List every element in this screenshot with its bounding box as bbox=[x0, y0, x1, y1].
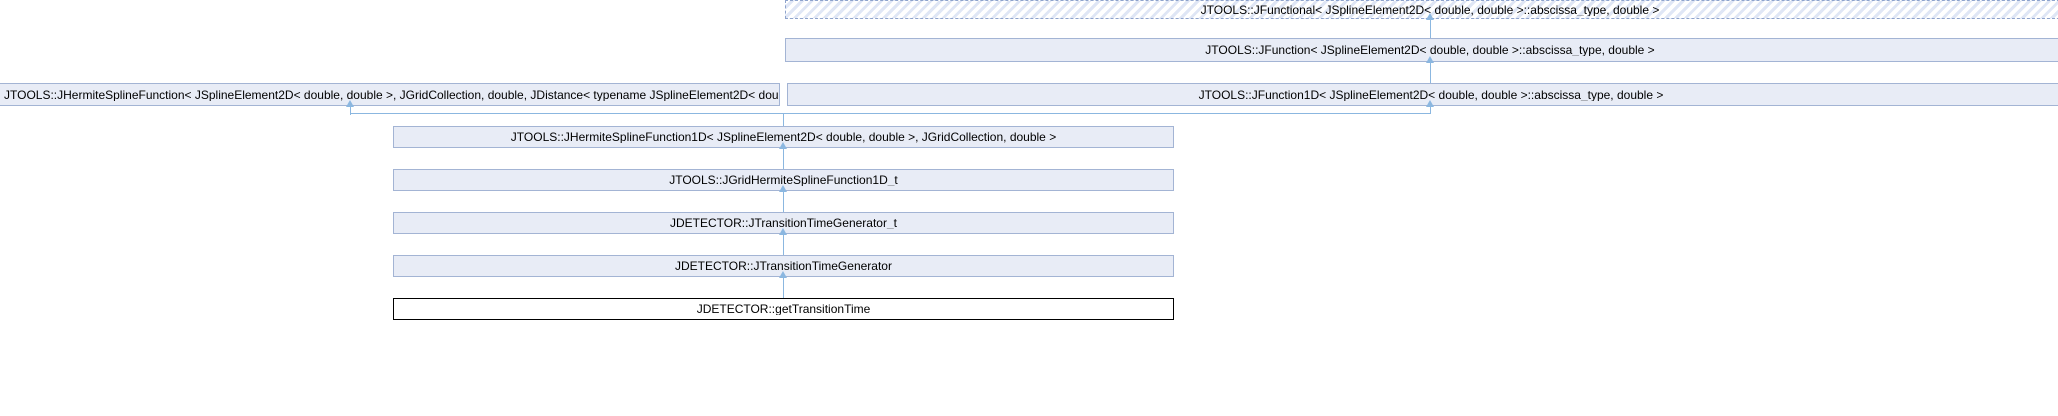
edge-bus-to-parents bbox=[350, 113, 1431, 114]
edge-gettransitiontime-to-jttg bbox=[783, 277, 784, 298]
edge-jttg-to-jttg-t bbox=[783, 234, 784, 255]
arrowhead-gettransitiontime-to-jttg bbox=[779, 271, 787, 278]
arrowhead-jttg-t-to-jgrid bbox=[779, 185, 787, 192]
arrowhead-jgrid-to-jhermite1d bbox=[779, 142, 787, 149]
class-node-jfunctional[interactable]: JTOOLS::JFunctional< JSplineElement2D< d… bbox=[785, 0, 2058, 19]
class-node-label: JDETECTOR::JTransitionTimeGenerator_t bbox=[670, 217, 897, 229]
class-node-jgridhermitesplinefunction1d-t[interactable]: JTOOLS::JGridHermiteSplineFunction1D_t bbox=[393, 169, 1174, 191]
edge-bus-drop bbox=[783, 113, 784, 126]
class-node-label: JDETECTOR::JTransitionTimeGenerator bbox=[675, 260, 892, 272]
edge-to-jfunction1d bbox=[1430, 106, 1431, 114]
class-node-label: JTOOLS::JHermiteSplineFunction< JSplineE… bbox=[4, 88, 779, 101]
class-node-jhermitesplinefunction1d[interactable]: JTOOLS::JHermiteSplineFunction1D< JSplin… bbox=[393, 126, 1174, 148]
class-node-jfunction1d[interactable]: JTOOLS::JFunction1D< JSplineElement2D< d… bbox=[787, 83, 2058, 106]
edge-jfunction1d-to-jfunction bbox=[1430, 62, 1431, 83]
edge-to-jhermitesplinefunction bbox=[350, 106, 351, 114]
class-node-gettransitiontime[interactable]: JDETECTOR::getTransitionTime bbox=[393, 298, 1174, 320]
edge-jttg-t-to-jgrid bbox=[783, 191, 784, 212]
class-node-label: JTOOLS::JGridHermiteSplineFunction1D_t bbox=[669, 174, 898, 186]
class-node-label: JTOOLS::JFunctional< JSplineElement2D< d… bbox=[1200, 3, 1660, 16]
class-node-label: JTOOLS::JFunction1D< JSplineElement2D< d… bbox=[1198, 88, 1664, 101]
class-node-label: JTOOLS::JHermiteSplineFunction1D< JSplin… bbox=[510, 131, 1057, 143]
edge-bus-left-stub bbox=[350, 113, 351, 115]
edge-jfunction-to-jfunctional bbox=[1430, 19, 1431, 38]
class-node-jfunction[interactable]: JTOOLS::JFunction< JSplineElement2D< dou… bbox=[785, 38, 2058, 62]
arrowhead-jfunction-to-jfunctional bbox=[1426, 13, 1434, 20]
arrowhead-to-jfunction1d bbox=[1426, 100, 1434, 107]
arrowhead-jfunction1d-to-jfunction bbox=[1426, 56, 1434, 63]
arrowhead-jttg-to-jttg-t bbox=[779, 228, 787, 235]
class-node-jtransitiontimegenerator-t[interactable]: JDETECTOR::JTransitionTimeGenerator_t bbox=[393, 212, 1174, 234]
edge-jgrid-to-jhermite1d bbox=[783, 148, 784, 169]
class-node-jhermitesplinefunction[interactable]: JTOOLS::JHermiteSplineFunction< JSplineE… bbox=[0, 83, 780, 106]
arrowhead-to-jhermitesplinefunction bbox=[346, 100, 354, 107]
class-node-label: JTOOLS::JFunction< JSplineElement2D< dou… bbox=[1205, 44, 1655, 56]
class-node-label: JDETECTOR::getTransitionTime bbox=[696, 303, 871, 315]
